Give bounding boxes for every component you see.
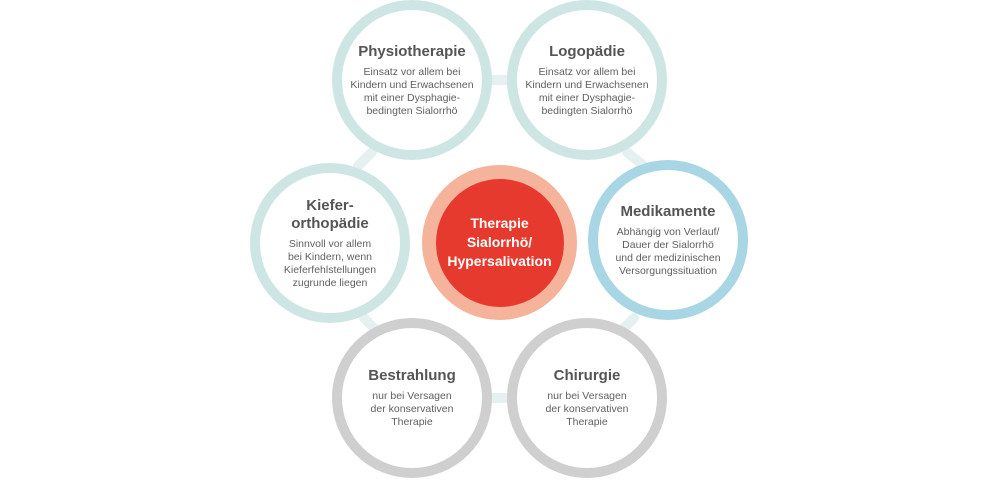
connector-kiefer-physio (353, 147, 377, 171)
node-description: Abhängig von Verlauf/ Dauer der Sialorrh… (615, 225, 721, 277)
node-description: nur bei Versagen der konservativen Thera… (545, 390, 629, 428)
node-logopaedie: Logopädie Einsatz vor allem bei Kindern … (507, 0, 667, 160)
node-description: nur bei Versagen der konservativen Thera… (370, 390, 454, 428)
center-title: Therapie Sialorrhö/ Hypersalivation (447, 215, 552, 269)
node-chirurgie: Chirurgie nur bei Versagen der konservat… (507, 318, 667, 478)
node-title: Bestrahlung (368, 367, 456, 384)
node-description: Sinnvoll vor allem bei Kindern, wenn Kie… (283, 237, 377, 289)
node-description: Einsatz vor allem bei Kindern und Erwach… (350, 65, 474, 117)
node-bestrahlung: Bestrahlung nur bei Versagen der konserv… (332, 318, 492, 478)
center-node-ring: Therapie Sialorrhö/ Hypersalivation (422, 165, 577, 320)
node-physiotherapie: Physiotherapie Einsatz vor allem bei Kin… (332, 0, 492, 160)
node-title: Physiotherapie (358, 42, 466, 60)
node-title: Kiefer- orthopädie (291, 196, 369, 232)
node-description: Einsatz vor allem bei Kindern und Erwach… (525, 65, 649, 117)
center-node: Therapie Sialorrhö/ Hypersalivation (435, 178, 564, 307)
node-medikamente: Medikamente Abhängig von Verlauf/ Dauer … (588, 160, 748, 320)
node-title: Medikamente (620, 202, 716, 220)
node-title: Logopädie (549, 42, 625, 60)
node-title: Chirurgie (553, 367, 621, 384)
node-kieferorthopaedie: Kiefer- orthopädie Sinnvoll vor allem be… (250, 163, 410, 323)
